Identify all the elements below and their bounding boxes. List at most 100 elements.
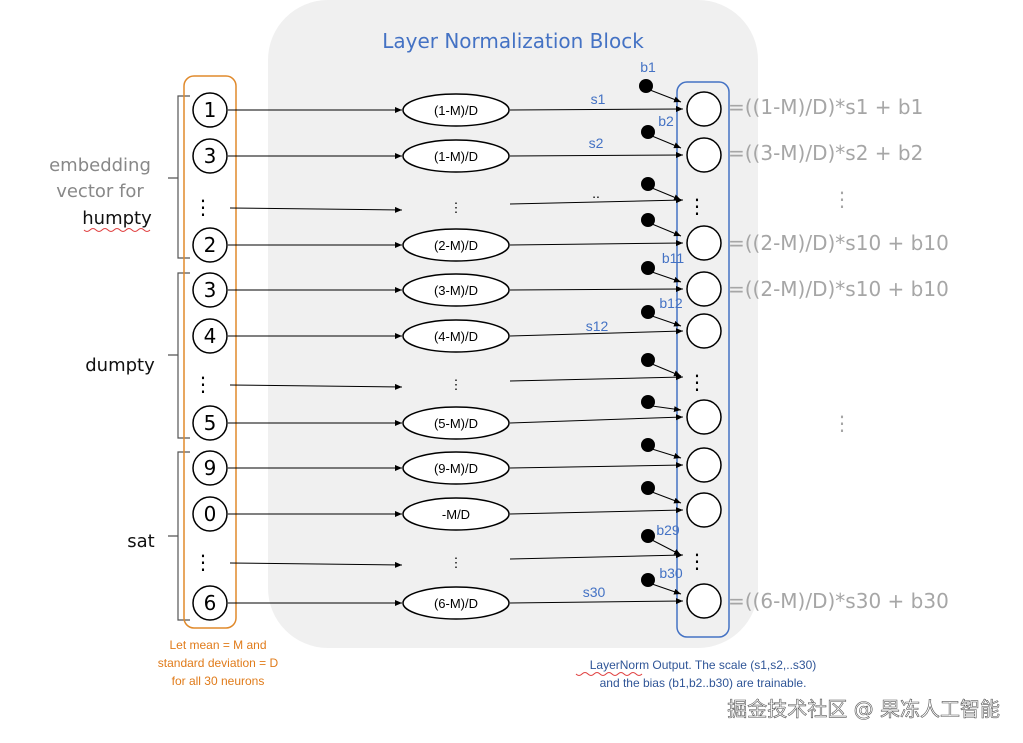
formula-3: =((2-M)/D)*s10 + b10 (728, 231, 949, 255)
scale-arrow (509, 197, 684, 205)
norm-op-ellipsis: ⋮ (450, 555, 463, 570)
input-value: 0 (204, 502, 217, 526)
norm-op-label: -M/D (442, 507, 470, 522)
scale-arrow (509, 328, 684, 337)
bias-dot (641, 529, 655, 543)
input-neuron (192, 272, 228, 308)
norm-op-node (402, 273, 510, 307)
scale-label-s12: s12 (586, 318, 609, 334)
bias-dot (641, 481, 655, 495)
humpty-spellcheck-underline (83, 228, 151, 232)
bracket-dumpty (168, 272, 190, 439)
embedding-label-line2: vector for (56, 181, 144, 202)
bias-arrow (651, 315, 682, 327)
input-neuron (192, 92, 228, 128)
bias-dot (641, 213, 655, 227)
bias-arrow (651, 363, 682, 377)
scale-label-s30: s30 (583, 584, 606, 600)
output-neuron (686, 91, 722, 127)
formula-5: =((6-M)/D)*s30 + b30 (728, 589, 949, 613)
bias-dot (641, 395, 655, 409)
bias-arrow (651, 271, 682, 283)
input-neuron (192, 405, 228, 441)
bias-label-b12: b12 (659, 295, 683, 311)
input-value: 3 (204, 278, 217, 302)
normalization-panel (268, 0, 758, 648)
bias-dot (641, 177, 655, 191)
norm-op-node (402, 406, 510, 440)
norm-op-ellipsis: ⋮ (450, 377, 463, 392)
bias-dot (641, 438, 655, 452)
norm-op-node (402, 451, 510, 485)
output-neuron (686, 399, 722, 435)
bias-dot (641, 573, 655, 587)
embedding-label-line1: embedding (49, 155, 151, 176)
input-ellipsis: ⋮ (193, 550, 213, 574)
bias-label-b30: b30 (659, 565, 683, 581)
input-neuron (192, 227, 228, 263)
bias-dot (641, 125, 655, 139)
scale-arrow (509, 414, 684, 424)
blue-note-line1: LayerNorm Output. The scale (s1,s2,..s30… (590, 658, 817, 672)
layernorm-spellcheck-underline (575, 672, 643, 676)
output-ellipsis: ⋮ (687, 549, 707, 573)
input-arrow (229, 206, 403, 213)
scale-arrow (509, 598, 684, 605)
input-neuron (192, 450, 228, 486)
norm-op-node (402, 228, 510, 262)
scale-arrow (509, 552, 684, 560)
diagram-title: Layer Normalization Block (382, 29, 644, 53)
bias-arrow (651, 135, 682, 149)
bias-dot (641, 261, 655, 275)
bias-label-b29: b29 (656, 522, 680, 538)
formula-4: =((2-M)/D)*s10 + b10 (728, 277, 949, 301)
word-humpty: humpty (82, 208, 152, 229)
norm-op-ellipsis: ⋮ (450, 200, 463, 215)
norm-op-node (402, 93, 510, 127)
bias-arrow (651, 405, 682, 413)
formula-2: =((3-M)/D)*s2 + b2 (728, 141, 923, 165)
scale-label-dots: .. (592, 185, 600, 201)
input-ellipsis: ⋮ (193, 195, 213, 219)
norm-op-node (402, 139, 510, 173)
diagram-rows: 1(1-M)/D3(1-M)/D⋮⋮⋮2(2-M)/D3(3-M)/D4(4-M… (192, 79, 722, 621)
norm-op-label: (1-M)/D (434, 149, 478, 164)
input-value: 4 (204, 324, 217, 348)
bias-arrow (651, 187, 682, 201)
word-dumpty: dumpty (85, 355, 155, 376)
word-sat: sat (127, 531, 154, 552)
output-neuron (686, 137, 722, 173)
bias-dot (639, 79, 653, 93)
bias-dot (641, 305, 655, 319)
scale-arrow (509, 462, 684, 469)
bias-label-b11: b11 (662, 250, 685, 266)
output-ellipsis: ⋮ (687, 194, 707, 218)
norm-op-label: (1-M)/D (434, 103, 478, 118)
orange-note-line1: Let mean = M and (169, 638, 266, 652)
scale-label-s2: s2 (589, 135, 604, 151)
norm-op-label: (3-M)/D (434, 283, 478, 298)
bias-dot (641, 353, 655, 367)
scale-arrow (509, 106, 684, 113)
input-value: 9 (204, 456, 217, 480)
output-vector-box (676, 81, 730, 638)
input-neuron (192, 585, 228, 621)
formula-dots-b: ⋮ (832, 411, 852, 435)
input-value: 1 (204, 98, 217, 122)
formula-dots-a: ⋮ (832, 187, 852, 211)
input-vector-box (183, 75, 237, 629)
bias-arrow (651, 223, 682, 237)
orange-note-line3: for all 30 neurons (172, 674, 265, 688)
bias-arrow (651, 448, 682, 459)
orange-note-line2: standard deviation = D (158, 656, 279, 670)
input-value: 2 (204, 233, 217, 257)
norm-op-label: (9-M)/D (434, 461, 478, 476)
bracket-sat (168, 451, 190, 621)
bias-label-b1: b1 (640, 59, 656, 75)
input-value: 5 (204, 411, 217, 435)
bracket-humpty (168, 95, 190, 259)
scale-arrow (509, 286, 684, 293)
bias-arrow (651, 539, 682, 556)
norm-op-label: (6-M)/D (434, 596, 478, 611)
